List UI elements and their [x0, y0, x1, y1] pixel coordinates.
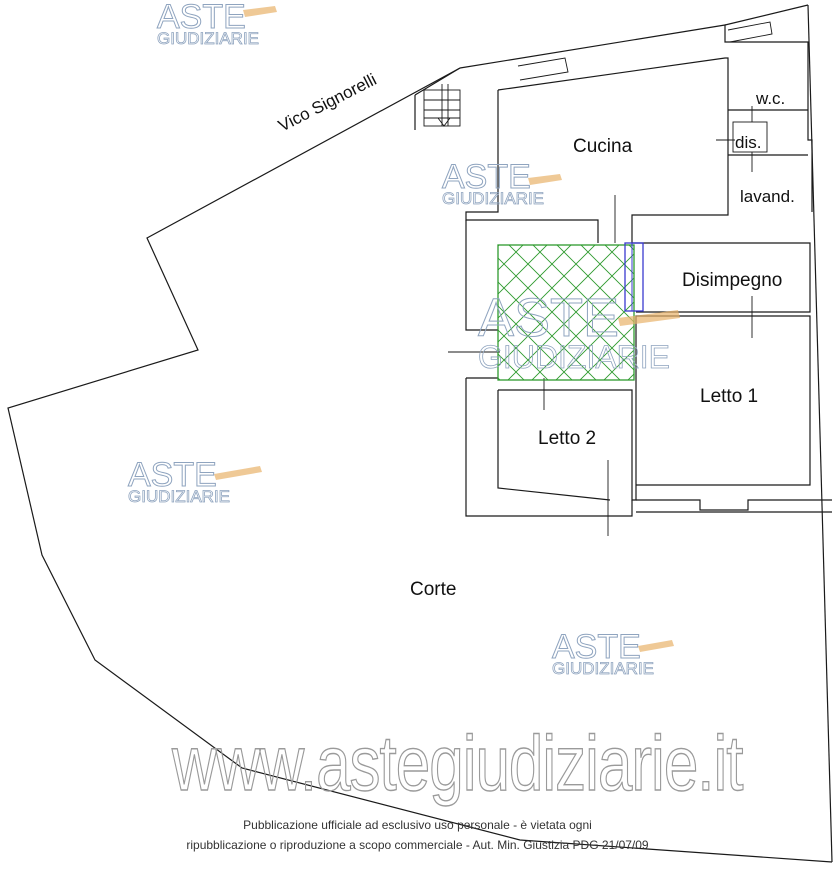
url-watermark: www.astegiudiziarie.it: [171, 719, 743, 806]
building-walls: [414, 24, 832, 517]
watermark-5: ASTE GIUDIZIARIE: [552, 628, 674, 678]
watermark-1: ASTE GIUDIZIARIE: [157, 0, 277, 48]
hatched-area: [497, 244, 635, 381]
street-label: Vico Signorelli: [275, 70, 379, 136]
svg-text:GIUDIZIARIE: GIUDIZIARIE: [128, 487, 230, 506]
room-label-disimpegno: Disimpegno: [682, 270, 782, 291]
svg-text:ASTE: ASTE: [478, 288, 619, 348]
footer-line-1: Pubblicazione ufficiale ad esclusivo uso…: [243, 818, 592, 832]
room-label-wc: w.c.: [755, 89, 785, 108]
watermark-4: ASTE GIUDIZIARIE: [128, 456, 262, 506]
watermark-2: ASTE GIUDIZIARIE: [442, 158, 562, 208]
room-label-letto1: Letto 1: [700, 386, 758, 407]
svg-text:GIUDIZIARIE: GIUDIZIARIE: [442, 189, 544, 208]
windows-top: [517, 21, 773, 81]
svg-text:GIUDIZIARIE: GIUDIZIARIE: [157, 29, 259, 48]
svg-text:ASTE: ASTE: [157, 0, 246, 36]
window-marker: [624, 242, 644, 312]
svg-text:ASTE: ASTE: [128, 456, 217, 494]
room-label-letto2: Letto 2: [538, 428, 596, 449]
svg-text:GIUDIZIARIE: GIUDIZIARIE: [552, 659, 654, 678]
entrance-steps: [423, 84, 461, 127]
footer-line-2: ripubblicazione o riproduzione a scopo c…: [186, 838, 649, 852]
room-label-cucina: Cucina: [573, 136, 633, 157]
bathroom-partitions: [716, 106, 808, 172]
svg-text:ASTE: ASTE: [552, 628, 641, 666]
svg-text:ASTE: ASTE: [442, 158, 531, 196]
svg-text:GIUDIZIARIE: GIUDIZIARIE: [478, 339, 670, 375]
room-label-corte: Corte: [410, 579, 456, 600]
watermark-3: ASTE GIUDIZIARIE: [478, 288, 680, 375]
room-label-dis: dis.: [735, 133, 761, 152]
room-label-lavand: lavand.: [740, 187, 795, 206]
